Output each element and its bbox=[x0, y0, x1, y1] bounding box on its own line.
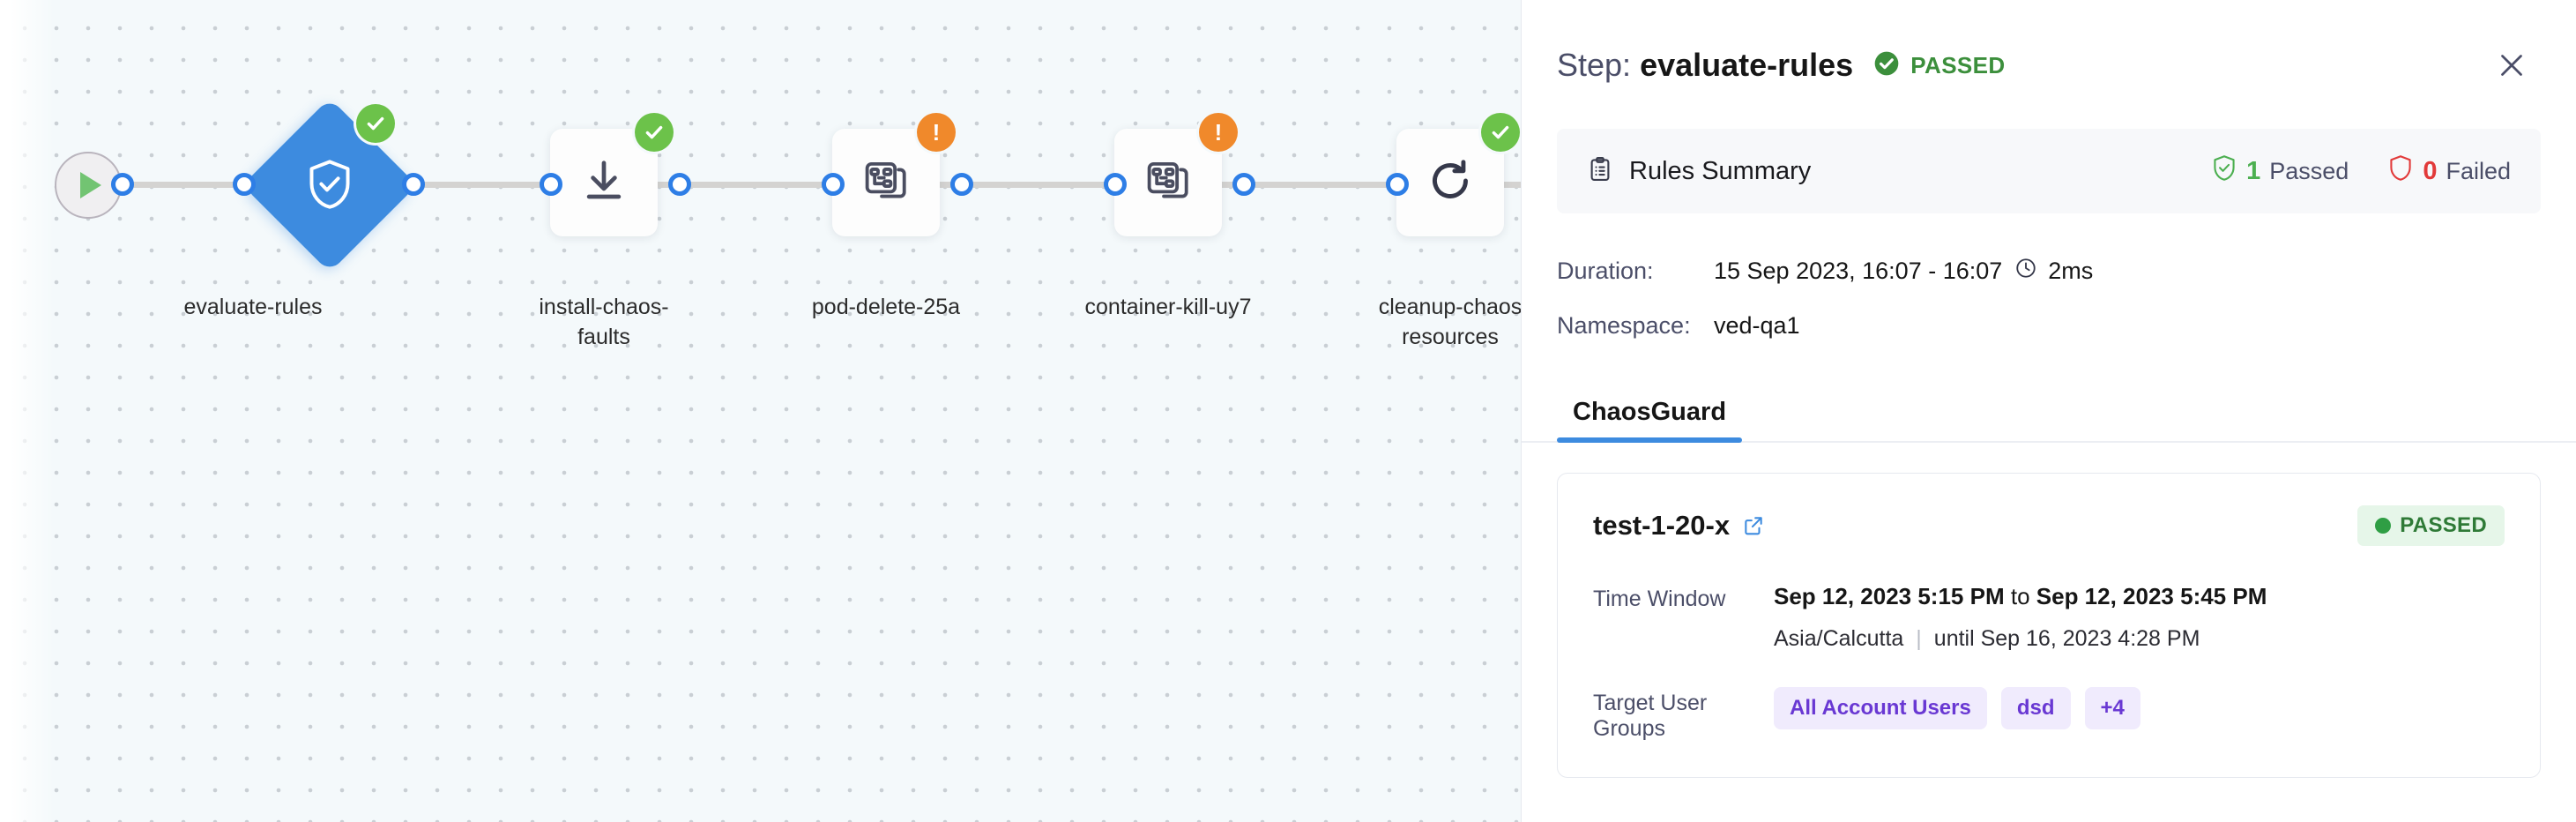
port-container-kill-uy7-out[interactable] bbox=[1232, 173, 1255, 196]
page-title: Step: evaluate-rules bbox=[1557, 47, 1853, 84]
target-group-chip[interactable]: dsd bbox=[2000, 687, 2071, 729]
panel-tabs: ChaosGuard bbox=[1522, 376, 2576, 443]
time-window-separator: to bbox=[2010, 583, 2030, 609]
port-evaluate-rules-out[interactable] bbox=[402, 173, 425, 196]
result-card-title: test-1-20-x bbox=[1593, 510, 1731, 541]
check-circle-icon bbox=[1872, 49, 1901, 82]
port-evaluate-rules-in[interactable] bbox=[233, 173, 256, 196]
time-window-values: Sep 12, 2023 5:15 PM to Sep 12, 2023 5:4… bbox=[1774, 583, 2505, 652]
port-pod-delete-25a-in[interactable] bbox=[822, 173, 845, 196]
panel-header: Step: evaluate-rules PASSED bbox=[1522, 0, 2576, 95]
clock-icon bbox=[2014, 257, 2037, 286]
pipeline-node-label: evaluate-rules bbox=[183, 295, 323, 319]
rules-summary-stats: 1 Passed 0 Failed bbox=[2211, 154, 2511, 189]
refresh-icon bbox=[1426, 156, 1475, 210]
close-icon[interactable] bbox=[2488, 41, 2535, 89]
timezone-text: Asia/Calcutta bbox=[1774, 626, 1904, 651]
target-user-groups-values: All Account Users dsd +4 bbox=[1774, 687, 2505, 742]
rules-passed-stat: 1 Passed bbox=[2211, 154, 2349, 189]
result-status-text: PASSED bbox=[2400, 513, 2487, 537]
rules-summary-left: Rules Summary bbox=[1587, 156, 1811, 187]
target-group-chips: All Account Users dsd +4 bbox=[1774, 687, 2505, 729]
chaos-fault-icon bbox=[862, 157, 910, 209]
target-group-chip[interactable]: All Account Users bbox=[1774, 687, 1987, 729]
shield-check-icon bbox=[243, 99, 416, 272]
shield-outline-icon bbox=[2387, 154, 2414, 189]
clipboard-icon bbox=[1587, 156, 1613, 187]
step-details-panel: Step: evaluate-rules PASSED bbox=[1521, 0, 2576, 822]
divider: | bbox=[1916, 626, 1922, 651]
time-window-end: Sep 12, 2023 5:45 PM bbox=[2036, 583, 2267, 609]
port-pod-delete-25a-out[interactable] bbox=[950, 173, 973, 196]
exclamation-glyph: ! bbox=[1214, 119, 1223, 146]
duration-value-group: 15 Sep 2023, 16:07 - 16:07 2ms bbox=[1714, 257, 2093, 286]
status-badge-success bbox=[356, 104, 395, 143]
duration-elapsed: 2ms bbox=[2048, 257, 2094, 284]
pipeline-start-node[interactable] bbox=[55, 152, 122, 219]
step-label: Step: bbox=[1557, 47, 1632, 83]
status-badge-success bbox=[1481, 113, 1520, 152]
pipeline-node-container-kill-uy7[interactable]: ! bbox=[1114, 113, 1238, 236]
status-badge-success bbox=[635, 113, 674, 152]
namespace-value: ved-qa1 bbox=[1714, 311, 1800, 339]
pipeline-node-label: install-chaos-faults bbox=[539, 295, 669, 349]
status-badge: PASSED bbox=[1872, 49, 2005, 82]
port-container-kill-uy7-in[interactable] bbox=[1104, 173, 1127, 196]
status-dot-icon bbox=[2375, 518, 2392, 534]
meta-row-namespace: Namespace: ved-qa1 bbox=[1557, 298, 2541, 353]
duration-label: Duration: bbox=[1557, 257, 1654, 284]
pipeline-canvas[interactable]: evaluate-rules install-chaos-faults bbox=[0, 0, 1521, 822]
tab-chaosguard[interactable]: ChaosGuard bbox=[1557, 398, 1743, 443]
pipeline-node-install-chaos-faults[interactable] bbox=[550, 113, 674, 236]
duration-range: 15 Sep 2023, 16:07 - 16:07 bbox=[1714, 257, 2003, 284]
pipeline-node-evaluate-rules[interactable] bbox=[242, 98, 417, 273]
pipeline-node-pod-delete-25a[interactable]: ! bbox=[832, 113, 956, 236]
chaos-fault-icon bbox=[1144, 157, 1192, 209]
meta-row-duration: Duration: 15 Sep 2023, 16:07 - 16:07 2ms bbox=[1557, 243, 2541, 298]
rules-passed-label: Passed bbox=[2269, 157, 2349, 184]
external-link-icon[interactable] bbox=[1742, 514, 1765, 537]
port-install-chaos-faults-in[interactable] bbox=[540, 173, 562, 196]
rules-failed-count: 0 bbox=[2423, 156, 2438, 185]
time-window-range: Sep 12, 2023 5:15 PM to Sep 12, 2023 5:4… bbox=[1774, 583, 2505, 610]
chaosguard-result-card: test-1-20-x PASSED Time Window Sep 12, 2… bbox=[1557, 473, 2541, 778]
target-user-groups-label: Target User Groups bbox=[1593, 691, 1708, 741]
result-row-time-window: Time Window Sep 12, 2023 5:15 PM to Sep … bbox=[1593, 583, 2505, 652]
time-window-subline: Asia/Calcutta | until Sep 16, 2023 4:28 … bbox=[1774, 626, 2505, 652]
time-window-start: Sep 12, 2023 5:15 PM bbox=[1774, 583, 2005, 609]
port-install-chaos-faults-out[interactable] bbox=[668, 173, 691, 196]
rules-failed-stat: 0 Failed bbox=[2387, 154, 2511, 189]
rules-summary-bar: Rules Summary 1 Passed bbox=[1557, 129, 2541, 213]
result-card-header: test-1-20-x PASSED bbox=[1593, 504, 2505, 548]
pipeline-node-label: pod-delete-25a bbox=[811, 295, 961, 319]
status-badge-warning: ! bbox=[1199, 113, 1238, 152]
time-window-label: Time Window bbox=[1593, 587, 1726, 611]
result-status-badge: PASSED bbox=[2357, 505, 2505, 546]
status-text: PASSED bbox=[1910, 51, 2006, 78]
step-name: evaluate-rules bbox=[1640, 47, 1854, 83]
pipeline-rail bbox=[97, 182, 1521, 188]
download-icon bbox=[580, 157, 628, 209]
exclamation-glyph: ! bbox=[932, 119, 941, 146]
result-row-target-groups: Target User Groups All Account Users dsd… bbox=[1593, 687, 2505, 742]
status-badge-warning: ! bbox=[917, 113, 956, 152]
rules-failed-label: Failed bbox=[2446, 157, 2511, 184]
pipeline-node-cleanup-chaos-resources[interactable] bbox=[1396, 113, 1520, 236]
duration-elapsed-group: 2ms bbox=[2014, 257, 2093, 286]
shield-check-icon bbox=[2211, 154, 2237, 189]
rules-passed-count: 1 bbox=[2246, 156, 2261, 185]
play-icon bbox=[80, 172, 101, 198]
target-group-chip-overflow[interactable]: +4 bbox=[2084, 687, 2140, 729]
rules-summary-title: Rules Summary bbox=[1629, 156, 1812, 185]
namespace-label: Namespace: bbox=[1557, 311, 1691, 339]
port-start-out[interactable] bbox=[111, 173, 134, 196]
until-text: until Sep 16, 2023 4:28 PM bbox=[1933, 626, 2200, 651]
canvas-edge-fade bbox=[0, 0, 55, 822]
step-meta: Duration: 15 Sep 2023, 16:07 - 16:07 2ms… bbox=[1557, 243, 2541, 353]
pipeline-node-label: container-kill-uy7 bbox=[1084, 295, 1252, 319]
port-cleanup-chaos-resources-in[interactable] bbox=[1386, 173, 1409, 196]
